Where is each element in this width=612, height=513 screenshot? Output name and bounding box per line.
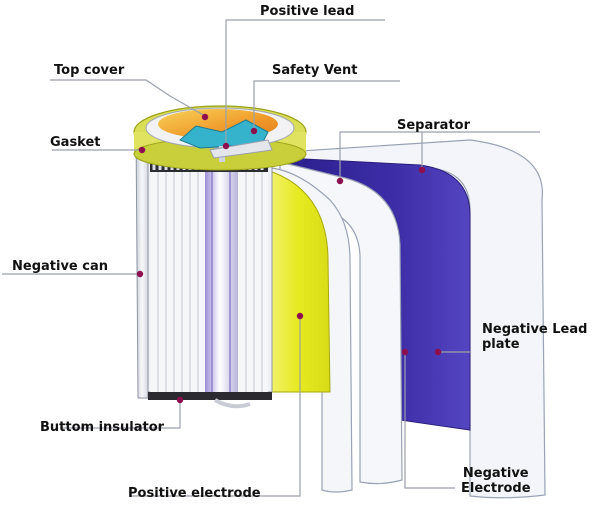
positive-lead	[209, 139, 273, 162]
outer-separator-sheet	[283, 139, 546, 499]
center-core	[205, 160, 238, 392]
wound-layers	[150, 170, 268, 392]
label-negative-electrode: Negative Electrode	[461, 466, 531, 496]
label-negative-lead-plate: Negative Lead plate	[482, 322, 588, 352]
label-negative-can: Negative can	[12, 259, 108, 274]
positive-electrode-sheet	[265, 169, 331, 393]
bottom-insulator	[148, 392, 272, 409]
label-positive-electrode: Positive electrode	[128, 486, 261, 501]
inner-separator-sheet	[279, 161, 403, 485]
label-positive-lead: Positive lead	[260, 4, 355, 19]
label-safety-vent: Safety Vent	[272, 63, 358, 78]
safety-vent	[179, 119, 269, 149]
label-markers	[136, 113, 442, 404]
label-separator: Separator	[397, 118, 470, 133]
label-buttom-insulator: Buttom insulator	[40, 420, 165, 435]
label-gasket: Gasket	[50, 135, 101, 150]
label-top-cover: Top cover	[54, 63, 125, 78]
leader-lines	[2, 19, 540, 497]
